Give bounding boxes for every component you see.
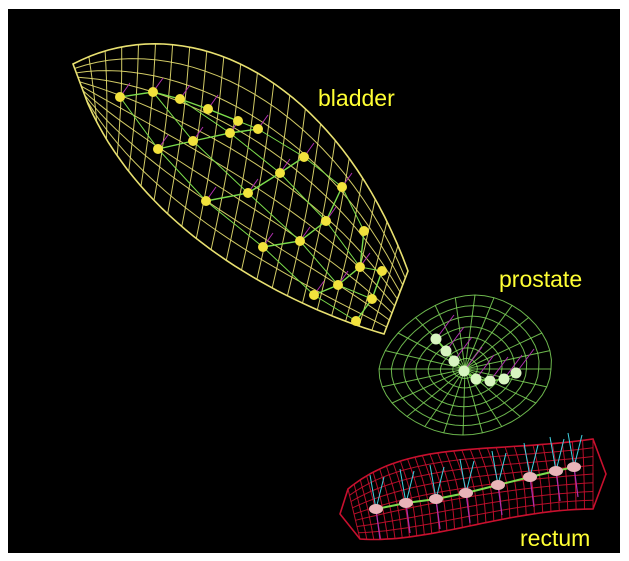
rectum-sphere (549, 466, 563, 476)
rectum-sphere (369, 504, 383, 514)
bladder-sphere (243, 188, 253, 198)
prostate-sphere (431, 334, 442, 345)
bladder-skeleton-edge (193, 141, 248, 193)
rectum-sphere (459, 488, 473, 498)
bladder-sphere (333, 280, 343, 290)
bladder-sphere (355, 262, 365, 272)
bladder-skeleton-edge (208, 109, 258, 129)
prostate-mesh (379, 295, 551, 435)
prostate-sphere (485, 376, 496, 387)
prostate-sphere (449, 356, 460, 367)
bladder-sphere (153, 144, 163, 154)
bladder-sphere (175, 94, 185, 104)
rectum-sphere (523, 472, 537, 482)
prostate-label: prostate (499, 268, 582, 291)
bladder-ring (141, 44, 156, 186)
bladder-skeleton-edge (304, 157, 342, 187)
bladder-ring (129, 45, 139, 172)
prostate-spoke (407, 369, 465, 416)
bladder-sphere (233, 116, 243, 126)
bladder-sphere (351, 316, 361, 326)
bladder-sphere (299, 152, 309, 162)
bladder-sphere (225, 128, 235, 138)
bladder-sphere (321, 216, 331, 226)
rectum-mesh (340, 433, 606, 540)
bladder-sphere (367, 294, 377, 304)
bladder-skeleton-edge (180, 99, 230, 133)
bladder-ring (89, 57, 97, 122)
bladder-contour (80, 82, 398, 299)
bladder-skeleton-edge (158, 129, 258, 149)
bladder-sphere (188, 136, 198, 146)
prostate-spoke (444, 369, 465, 433)
bladder-label: bladder (318, 87, 395, 110)
prostate-sphere (471, 374, 482, 385)
bladder-skeleton-edge (206, 201, 263, 247)
rectum-contour (348, 439, 593, 489)
render-viewport: bladder prostate rectum (8, 9, 620, 553)
bladder-contour (73, 44, 408, 271)
bladder-sphere (201, 196, 211, 206)
bladder-skeleton-edge (120, 97, 158, 149)
prostate-sphere (459, 366, 470, 377)
rectum-sphere (567, 462, 581, 472)
bladder-skeleton-edge (280, 173, 326, 221)
rectum-label: rectum (520, 527, 590, 550)
prostate-spoke (382, 369, 465, 387)
bladder-sphere (295, 236, 305, 246)
prostate-sphere (441, 346, 452, 357)
rectum-normal-vector (550, 437, 556, 471)
prostate-sphere (499, 374, 510, 385)
bladder-sphere (253, 124, 263, 134)
bladder-sphere (148, 87, 158, 97)
prostate-spoke (425, 369, 465, 427)
bladder-ring (226, 73, 257, 260)
prostate-sphere (511, 368, 522, 379)
bladder-sphere (275, 168, 285, 178)
bladder-sphere (203, 104, 213, 114)
bladder-sphere (309, 290, 319, 300)
bladder-sphere (337, 182, 347, 192)
bladder-ring (105, 51, 107, 139)
bladder-ring (211, 64, 241, 250)
bladder-sphere (359, 226, 369, 236)
bladder-sphere (258, 242, 268, 252)
bladder-sphere (377, 266, 387, 276)
bladder-ring (154, 45, 173, 201)
rectum-sphere (429, 494, 443, 504)
rectum-sphere (491, 480, 505, 490)
rectum-sphere (399, 498, 413, 508)
bladder-skeleton-edge (326, 221, 360, 267)
bladder-sphere (115, 92, 125, 102)
bladder-skeleton-edge (158, 149, 206, 201)
